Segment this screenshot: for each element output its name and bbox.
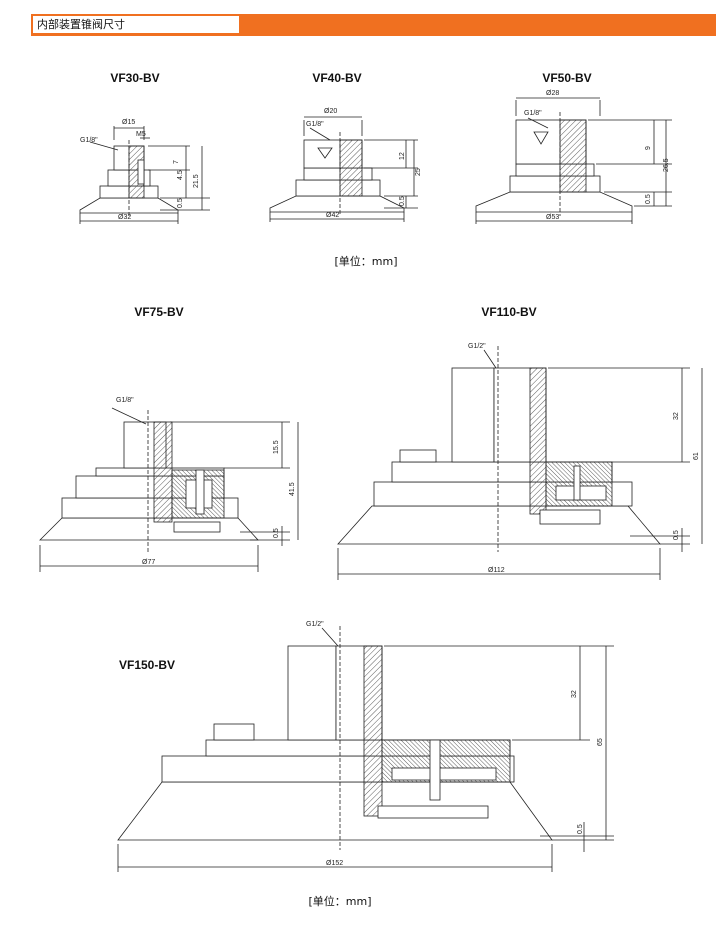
- vf40-dim-2: 25: [415, 168, 422, 176]
- vf40-thread-label: G1/8": [306, 121, 324, 128]
- model-label-vf110: VF110-BV: [481, 305, 537, 319]
- drawing-vf40: [269, 116, 418, 222]
- vf110-dimension-labels: G1/2" 32 61 0.5 Ø112: [468, 343, 700, 574]
- vf75-thread-label: G1/8": [116, 397, 134, 404]
- vf30-thread-label: G1/8": [80, 137, 98, 144]
- vf75-dim-3: 0.5: [273, 528, 280, 538]
- vf110-dim-2: 61: [693, 452, 700, 460]
- model-label-vf50: VF50-BV: [542, 71, 592, 85]
- section-title: 内部装置锥阀尺寸: [33, 16, 239, 33]
- vf110-dim-3: 0.5: [673, 530, 680, 540]
- vf150-dim-3: 0.5: [577, 824, 584, 834]
- drawing-vf150: [117, 626, 614, 872]
- vf150-base-label: Ø152: [326, 860, 343, 867]
- vf150-dim-1: 32: [571, 690, 578, 698]
- vf75-dimension-labels: G1/8" 15.5 41.5 0.5 Ø77: [116, 397, 296, 566]
- model-label-vf40: VF40-BV: [312, 71, 362, 85]
- model-label-vf75: VF75-BV: [134, 305, 184, 319]
- vf30-dim-2: 4.5: [177, 170, 184, 180]
- vf30-dim-1: 7: [173, 160, 180, 164]
- vf30-dim-4: 0.5: [177, 198, 184, 208]
- vf150-thread-label: G1/2": [306, 621, 324, 628]
- vf75-base-label: Ø77: [142, 559, 155, 566]
- model-label-vf150: VF150-BV: [118, 658, 176, 672]
- vf30-base-label: Ø32: [118, 214, 131, 221]
- vf110-thread-label: G1/2": [468, 343, 486, 350]
- vf110-dim-1: 32: [673, 412, 680, 420]
- vf50-dim-3: 0.5: [645, 194, 652, 204]
- vf75-dim-1: 15.5: [273, 440, 280, 454]
- vf150-dimension-labels: G1/2" 32 65 0.5 Ø152: [306, 621, 604, 867]
- vf75-dim-2: 41.5: [289, 482, 296, 496]
- vf50-dimension-labels: G1/8" Ø28 9 26.5 0.5 Ø53: [524, 90, 670, 221]
- vf50-dim-2: 26.5: [663, 158, 670, 172]
- vf40-bore-label: Ø20: [324, 108, 337, 115]
- vf30-screw-label: M5: [136, 131, 146, 138]
- drawing-vf50: [475, 97, 672, 224]
- vf40-dim-1: 12: [399, 152, 406, 160]
- vf50-base-label: Ø53: [546, 214, 559, 221]
- vf30-dim-3: 21.5: [193, 174, 200, 188]
- vf50-thread-label: G1/8": [524, 110, 542, 117]
- vf150-dim-2: 65: [597, 738, 604, 746]
- vf40-dim-3: 0.5: [399, 196, 406, 206]
- units-note-top: [单位：mm]: [334, 255, 398, 268]
- drawing-vf75: [39, 407, 299, 572]
- vf50-bore-label: Ø28: [546, 90, 559, 97]
- vf40-base-label: Ø42: [326, 212, 339, 219]
- vf40-dimension-labels: G1/8" Ø20 12 25 0.5 Ø42: [306, 108, 422, 219]
- vf30-dimension-labels: G1/8" Ø15 M5 7 4.5 21.5 0.5 Ø32: [80, 119, 200, 221]
- drawing-vf30: [79, 126, 210, 224]
- units-note-bottom: [单位：mm]: [308, 895, 372, 908]
- vf50-dim-1: 9: [645, 146, 652, 150]
- vf30-bore-label: Ø15: [122, 119, 135, 126]
- vf110-base-label: Ø112: [488, 567, 505, 574]
- model-label-vf30: VF30-BV: [110, 71, 160, 85]
- section-header-bar: 内部装置锥阀尺寸: [31, 14, 716, 36]
- drawing-vf110: [337, 346, 703, 580]
